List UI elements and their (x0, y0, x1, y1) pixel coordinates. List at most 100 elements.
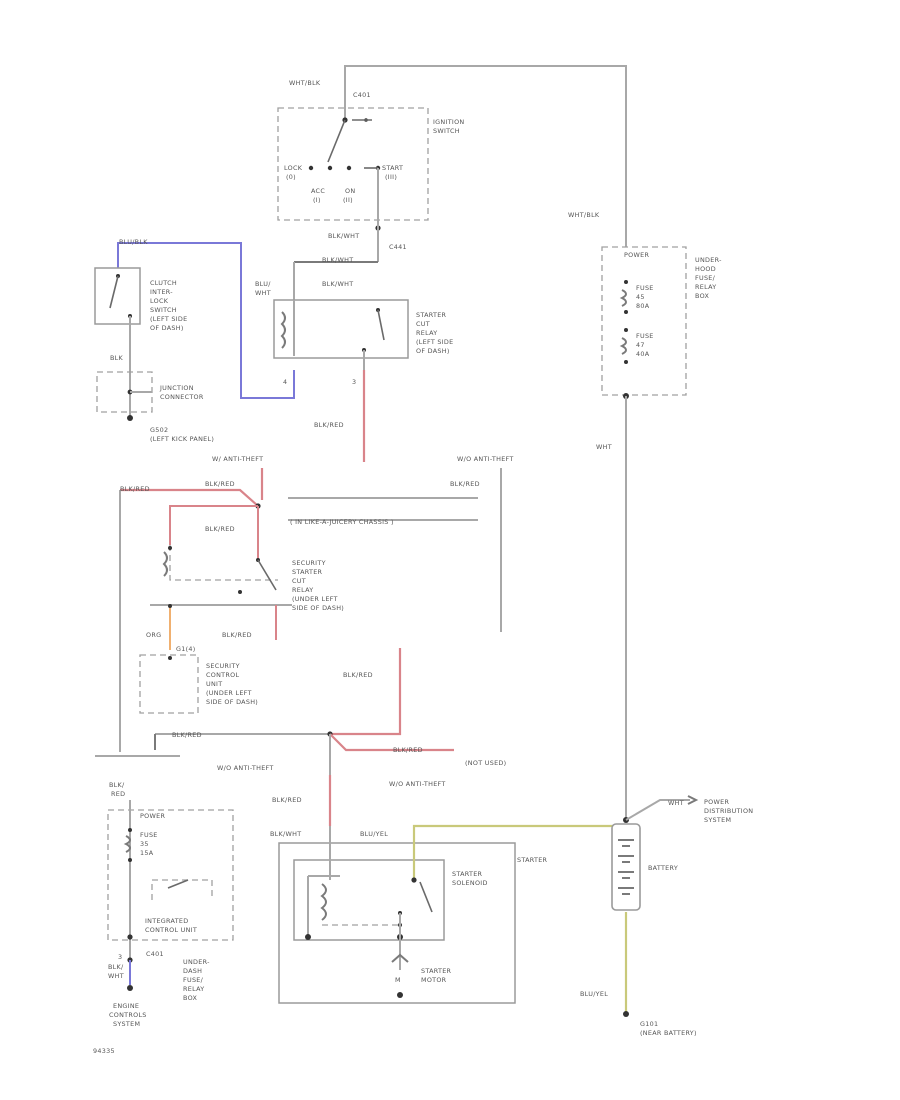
integrated-wire-1: BLK/ (108, 963, 124, 971)
ignition-on-1: ON (345, 187, 355, 195)
underhood-fuse2-a: FUSE (636, 332, 654, 340)
battery-pd-1: POWER (704, 798, 729, 806)
starter-cut-wire-mid: BLK/WHT (322, 280, 353, 288)
lower-wire-to-starter: BLK/RED (272, 796, 302, 804)
underhood-name-4: RELAY (695, 283, 716, 291)
security-legend: ( IN LIKE-A-JUICERY CHASSIS ) (290, 518, 394, 526)
starter-cut-wire-out: BLK/RED (314, 421, 344, 429)
security-section (119, 468, 502, 752)
security-relay-4: RELAY (292, 586, 313, 594)
lower-anti-theft-b: W/O ANTI-THEFT (389, 780, 446, 788)
battery-ground-1: G101 (640, 1020, 658, 1028)
battery-pd-3: SYSTEM (704, 816, 731, 824)
security-wire-right-top: BLK/RED (450, 480, 480, 488)
starter-wire-bluyel: BLU/YEL (360, 830, 388, 838)
ignition-acc-2: (I) (313, 196, 321, 204)
integrated-fuse-2: 35 (140, 840, 149, 848)
ignition-switch (277, 87, 429, 262)
starter-cut-conn: C441 (389, 243, 407, 251)
starter-cut-wire-in2: BLK/WHT (322, 256, 353, 264)
starter-cut-name-2: CUT (416, 320, 430, 328)
clutch-name-2: INTER- (150, 288, 173, 296)
underhood-name-1: UNDER- (695, 256, 722, 264)
clutch-name-4: SWITCH (150, 306, 177, 314)
integrated-power: POWER (140, 812, 165, 820)
integrated-control-unit (107, 800, 234, 991)
starter-motor-2: MOTOR (421, 976, 447, 984)
security-relay-3: CUT (292, 577, 306, 585)
starter-cut-name-3: RELAY (416, 329, 437, 337)
lower-wire-red-h: BLK/RED (172, 731, 202, 739)
starter-cut-pin-left: 4 (283, 378, 287, 386)
clutch-name-5: (LEFT SIDE (150, 315, 188, 323)
starter-cut-name-1: STARTER (416, 311, 447, 319)
integrated-underdash-5: BOX (183, 994, 197, 1002)
integrated-fuse-1: FUSE (140, 831, 158, 839)
label-wire-top: WHT/BLK (289, 79, 321, 87)
security-control-1: SECURITY (206, 662, 240, 670)
starter-solenoid-2: SOLENOID (452, 879, 488, 887)
lower-junction (95, 648, 454, 826)
wire-wht-blk-top (344, 65, 627, 247)
security-gnd: G1(4) (176, 645, 196, 653)
clutch-ground-1: G502 (150, 426, 168, 434)
ignition-conn: C401 (353, 91, 371, 99)
security-relay-1: SECURITY (292, 559, 326, 567)
battery (611, 795, 699, 1017)
underhood-wire-top: WHT/BLK (568, 211, 600, 219)
integrated-pin: 3 (118, 953, 122, 961)
integrated-engine-1: ENGINE (113, 1002, 139, 1010)
integrated-underdash-4: RELAY (183, 985, 204, 993)
underhood-fuse2-c: 40A (636, 350, 650, 358)
underhood-name-3: FUSE/ (695, 274, 716, 282)
lower-wire-red-mid: BLK/RED (343, 671, 373, 679)
security-wire-b: BLK/RED (205, 525, 235, 533)
security-control-2: CONTROL (206, 671, 239, 679)
integrated-name-2: CONTROL UNIT (145, 926, 197, 934)
starter-cut-name-4: (LEFT SIDE (416, 338, 454, 346)
battery-pd-2: DISTRIBUTION (704, 807, 753, 815)
underhood-fuse-relay-box (601, 246, 687, 820)
ignition-lock-2: (0) (286, 173, 296, 181)
integrated-underdash-3: FUSE/ (183, 976, 204, 984)
integrated-underdash-1: UNDER- (183, 958, 210, 966)
clutch-ground-2: (LEFT KICK PANEL) (150, 435, 214, 443)
starter-solenoid-1: STARTER (452, 870, 483, 878)
security-control-3: UNIT (206, 680, 222, 688)
underhood-wire-bottom: WHT (596, 443, 612, 451)
starter-cut-pin-right: 3 (352, 378, 356, 386)
starter-wire-blkwht: BLK/WHT (270, 830, 301, 838)
integrated-underdash-2: DASH (183, 967, 202, 975)
starter-name: STARTER (517, 856, 548, 864)
starter-cut-wire-in: BLK/WHT (328, 232, 359, 240)
integrated-fuse-3: 15A (140, 849, 154, 857)
security-relay-5: (UNDER LEFT (292, 595, 338, 603)
starter-assembly (278, 824, 626, 1004)
underhood-fuse1-b: 45 (636, 293, 645, 301)
ignition-start-2: (III) (385, 173, 397, 181)
figure-id: 94335 (93, 1047, 115, 1055)
security-control-5: SIDE OF DASH) (206, 698, 258, 706)
clutch-wire-top: BLU/BLK (119, 238, 148, 246)
ignition-name-1: IGNITION (433, 118, 465, 126)
clutch-wire: BLK (110, 354, 124, 362)
underhood-fuse1-a: FUSE (636, 284, 654, 292)
security-anti-theft-right: W/O ANTI-THEFT (457, 455, 514, 463)
clutch-interlock-switch (94, 242, 295, 421)
lower-wire-red-r: BLK/RED (393, 746, 423, 754)
ignition-lock-1: LOCK (284, 164, 303, 172)
security-wire-org: ORG (146, 631, 161, 639)
starter-cut-wire-left-1: BLU/ (255, 280, 271, 288)
integrated-wire-2: WHT (108, 972, 124, 980)
security-relay-2: STARTER (292, 568, 323, 576)
ignition-name-2: SWITCH (433, 127, 460, 135)
lower-not-used: (NOT USED) (465, 759, 506, 767)
lower-blk-red-1: BLK/ (109, 781, 125, 789)
integrated-name-1: INTEGRATED (145, 917, 188, 925)
clutch-name-1: CLUTCH (150, 279, 177, 287)
starter-cut-wire-left-2: WHT (255, 289, 271, 297)
clutch-name-6: OF DASH) (150, 324, 184, 332)
security-wire-top: BLK/RED (120, 485, 150, 493)
starter-cut-relay (273, 261, 409, 462)
